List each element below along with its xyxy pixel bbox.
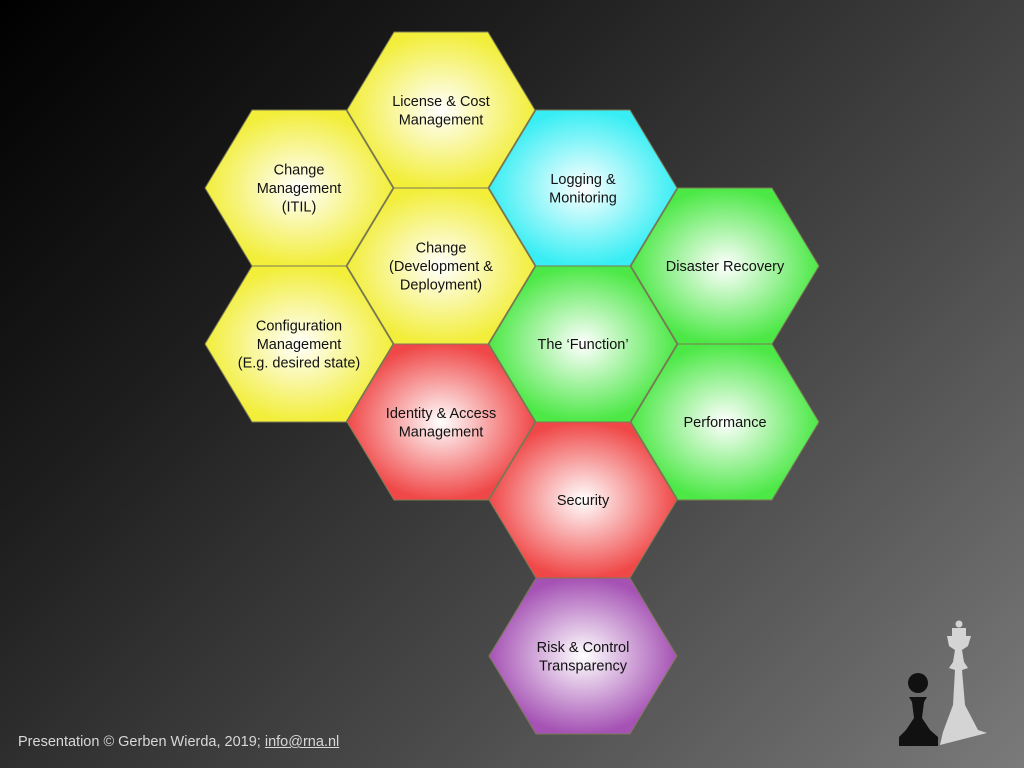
hex-label-line: Change [274, 163, 325, 179]
hex-label-line: Risk & Control [537, 640, 630, 656]
hex-label-line: Configuration [256, 319, 342, 335]
hex-label-line: Change [416, 241, 467, 257]
hex-security: Security [488, 421, 678, 579]
hex-label-line: Management [257, 337, 342, 353]
chess-pieces-icon [899, 620, 987, 746]
hexagon-shape [488, 577, 678, 735]
pawn-icon [899, 673, 938, 746]
hex-label-line: Performance [683, 415, 766, 431]
hex-label-line: Security [557, 493, 610, 509]
hex-label-line: Transparency [539, 658, 628, 674]
email-link[interactable]: info@rna.nl [264, 734, 340, 750]
hex-label: Change (Development & Deployment) [389, 241, 493, 294]
hex-label-line: The ‘Function’ [537, 337, 628, 353]
hex-label-line: (E.g. desired state) [238, 356, 361, 372]
queen-shadow-icon [940, 620, 987, 745]
hex-label-line: Management [257, 181, 342, 197]
hex-label: Performance [683, 415, 766, 431]
hexagon-shape [346, 343, 536, 501]
hex-disaster-recovery: Disaster Recovery [630, 187, 820, 345]
hex-label-line: Deployment) [400, 278, 482, 294]
hexagon-shape [204, 265, 394, 423]
hex-change-development-deployment: Change (Development & Deployment) [346, 187, 536, 345]
hex-label-line: License & Cost [392, 94, 490, 110]
hex-label: Disaster Recovery [666, 259, 785, 275]
footer: Presentation © Gerben Wierda, 2019; info… [18, 734, 339, 750]
hex-logging-monitoring: Logging & Monitoring [488, 109, 678, 267]
hex-label-line: Management [399, 424, 484, 440]
hex-label-line: Disaster Recovery [666, 259, 785, 275]
hex-label-line: Monitoring [549, 190, 617, 206]
hex-label-line: Identity & Access [386, 406, 496, 422]
hex-label-line: Logging & [550, 172, 616, 188]
hex-label: Logging & Monitoring [549, 172, 617, 207]
copyright-text: Presentation © Gerben Wierda, 2019; [18, 734, 265, 750]
hex-the-function: The ‘Function’ [488, 265, 678, 423]
hex-performance: Performance [630, 343, 820, 501]
hexagon-shape [630, 343, 820, 501]
hex-label: Security [557, 493, 610, 509]
hex-label: The ‘Function’ [537, 337, 628, 353]
hex-label-line: (Development & [389, 259, 493, 275]
hex-label-line: (ITIL) [282, 200, 317, 216]
hex-label-line: Management [399, 112, 484, 128]
